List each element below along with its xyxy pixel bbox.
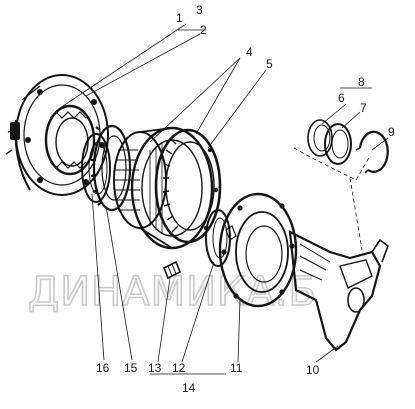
callout-8: 8 [358, 75, 365, 89]
callout-12: 12 [172, 361, 186, 375]
callout-11: 11 [230, 361, 243, 375]
ring-gear-5 [154, 128, 222, 244]
axle-housing-10 [288, 230, 389, 352]
assembly-guides [293, 147, 371, 251]
seal-ring-6 [307, 119, 333, 157]
callout-9: 9 [388, 125, 395, 139]
wheel-hub [5, 74, 109, 196]
callout-14: 14 [182, 381, 196, 395]
pin-13 [162, 260, 182, 280]
callout-1: 1 [176, 11, 183, 25]
toothed-ring-15 [90, 124, 132, 212]
seal-ring-7 [324, 123, 352, 165]
circlip-9 [355, 130, 389, 174]
callout-7: 7 [360, 101, 367, 115]
callout-2: 2 [200, 23, 207, 37]
callout-15: 15 [124, 361, 138, 375]
callout-5: 5 [266, 57, 273, 71]
callout-10: 10 [306, 363, 320, 377]
callout-3: 3 [196, 3, 203, 17]
callout-16: 16 [96, 361, 110, 375]
callout-4: 4 [246, 45, 253, 59]
callout-13: 13 [148, 361, 162, 375]
callout-6: 6 [338, 91, 345, 105]
leader-lines [59, 23, 389, 375]
